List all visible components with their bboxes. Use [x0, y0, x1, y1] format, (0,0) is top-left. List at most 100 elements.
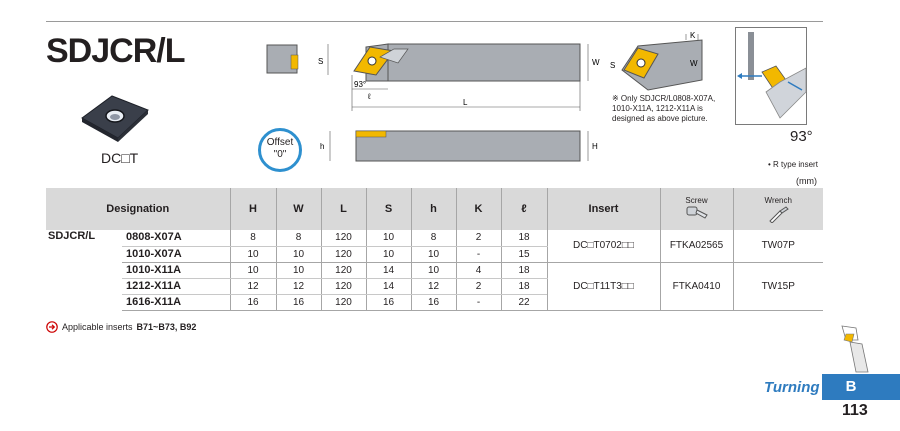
cell-ell: 18 — [500, 278, 547, 295]
cell-H: 8 — [229, 230, 276, 247]
screw-cell: FTKA02565 — [659, 230, 733, 263]
cell-W: 10 — [275, 262, 321, 279]
page-title: SDJCR/L — [46, 32, 185, 70]
label-s: S — [318, 57, 323, 66]
approach-angle: 93° — [790, 128, 813, 145]
cell-L: 120 — [320, 278, 366, 295]
section-label: Turning — [764, 379, 820, 396]
insert-type-label: DC□T — [101, 150, 139, 166]
header-S: S — [365, 188, 411, 230]
screw-icon — [686, 206, 708, 219]
label-H: H — [592, 142, 598, 151]
table-row: 1010-X07A 10 10 120 10 10 - 15 — [46, 246, 823, 263]
label-l: L — [463, 98, 468, 107]
cell-H: 10 — [229, 262, 276, 279]
cell-W: 16 — [275, 294, 321, 311]
wrench-cell: TW07P — [732, 230, 823, 263]
spec-table: Designation H W L S h K ℓ Insert Screw W… — [46, 188, 823, 311]
cell-W: 12 — [275, 278, 321, 295]
holder-drawing: S W 93° ℓ L h H — [266, 43, 600, 162]
cell-S: 10 — [365, 246, 411, 263]
table-row: SDJCR/L 0808-X07A 8 8 120 10 8 2 18 DC□T… — [46, 230, 823, 263]
approach-angle-diagram — [735, 27, 807, 125]
cell-ell: 18 — [500, 262, 547, 279]
turning-tool-icon — [841, 325, 869, 373]
insert-cell: DC□T11T3□□ — [546, 262, 660, 311]
rtype-note: • R type insert — [768, 160, 818, 169]
header-K: K — [455, 188, 501, 230]
cell-ell: 15 — [500, 246, 547, 263]
cell-h: 10 — [410, 246, 456, 263]
cell-L: 120 — [320, 262, 366, 279]
cell-H: 12 — [229, 278, 276, 295]
cell-H: 10 — [229, 246, 276, 263]
applicable-inserts: Applicable inserts B71~B73, B92 — [46, 321, 196, 333]
page-number: 113 — [842, 402, 868, 419]
label-angle: 93° — [354, 80, 366, 89]
model-cell: 1616-X11A — [122, 294, 230, 311]
model-cell: 1212-X11A — [122, 278, 230, 295]
screw-cell: FTKA0410 — [659, 262, 733, 311]
offset-line2: "0" — [273, 149, 287, 160]
cell-S: 16 — [365, 294, 411, 311]
cell-L: 120 — [320, 230, 366, 247]
section-drawing: K S W — [610, 31, 703, 91]
offset-line1: Offset — [266, 137, 294, 148]
label-w: W — [592, 58, 600, 67]
header-designation: Designation — [46, 188, 230, 230]
table-row: 1010-X11A 10 10 120 14 10 4 18 DC□T11T3□… — [46, 262, 823, 311]
insert-cell: DC□T0702□□ — [546, 230, 660, 263]
series-name: SDJCR/L — [48, 230, 96, 242]
unit-label: (mm) — [796, 176, 817, 186]
cell-K: 2 — [455, 230, 501, 247]
applicable-value: B71~B73, B92 — [136, 322, 197, 332]
cell-ell: 18 — [500, 230, 547, 247]
header-W: W — [275, 188, 321, 230]
cell-S: 10 — [365, 230, 411, 247]
table-row: 1616-X11A 16 16 120 16 16 - 22 — [46, 294, 823, 311]
cell-H: 16 — [229, 294, 276, 311]
header-h: h — [410, 188, 456, 230]
label-s2: S — [610, 61, 615, 70]
label-w2: W — [690, 59, 698, 68]
table-header-row: Designation H W L S h K ℓ Insert Screw W… — [46, 188, 823, 230]
header-L: L — [320, 188, 366, 230]
cell-h: 10 — [410, 262, 456, 279]
applicable-label: Applicable inserts — [62, 322, 133, 332]
design-note: ※ Only SDJCR/L0808-X07A, 1010-X11A, 1212… — [612, 94, 716, 123]
arrow-circle-icon — [46, 321, 58, 333]
cell-h: 8 — [410, 230, 456, 247]
cell-S: 14 — [365, 262, 411, 279]
cell-K: 4 — [455, 262, 501, 279]
label-ell: ℓ — [367, 92, 371, 101]
wrench-cell: TW15P — [732, 262, 823, 311]
cell-h: 16 — [410, 294, 456, 311]
header-wrench-label: Wrench — [764, 195, 792, 205]
section-tab: B — [822, 374, 900, 400]
table-row: 1212-X11A 12 12 120 14 12 2 18 — [46, 278, 823, 295]
header-screw: Screw — [659, 188, 733, 230]
label-h: h — [320, 142, 324, 151]
cell-ell: 22 — [500, 294, 547, 311]
model-cell: 0808-X07A — [122, 230, 230, 247]
insert-image — [81, 95, 149, 142]
header-wrench: Wrench — [732, 188, 823, 230]
cell-S: 14 — [365, 278, 411, 295]
header-ell: ℓ — [500, 188, 547, 230]
cell-K: 2 — [455, 278, 501, 295]
top-rule — [46, 21, 823, 22]
cell-L: 120 — [320, 294, 366, 311]
header-screw-label: Screw — [685, 195, 708, 205]
header-insert: Insert — [546, 188, 660, 230]
cell-L: 120 — [320, 246, 366, 263]
cell-W: 8 — [275, 230, 321, 247]
model-cell: 1010-X11A — [122, 262, 230, 279]
wrench-icon — [769, 205, 790, 223]
header-H: H — [229, 188, 276, 230]
cell-K: - — [455, 294, 501, 311]
model-cell: 1010-X07A — [122, 246, 230, 263]
cell-W: 10 — [275, 246, 321, 263]
cell-h: 12 — [410, 278, 456, 295]
offset-badge: Offset "0" — [258, 128, 302, 172]
cell-K: - — [455, 246, 501, 263]
